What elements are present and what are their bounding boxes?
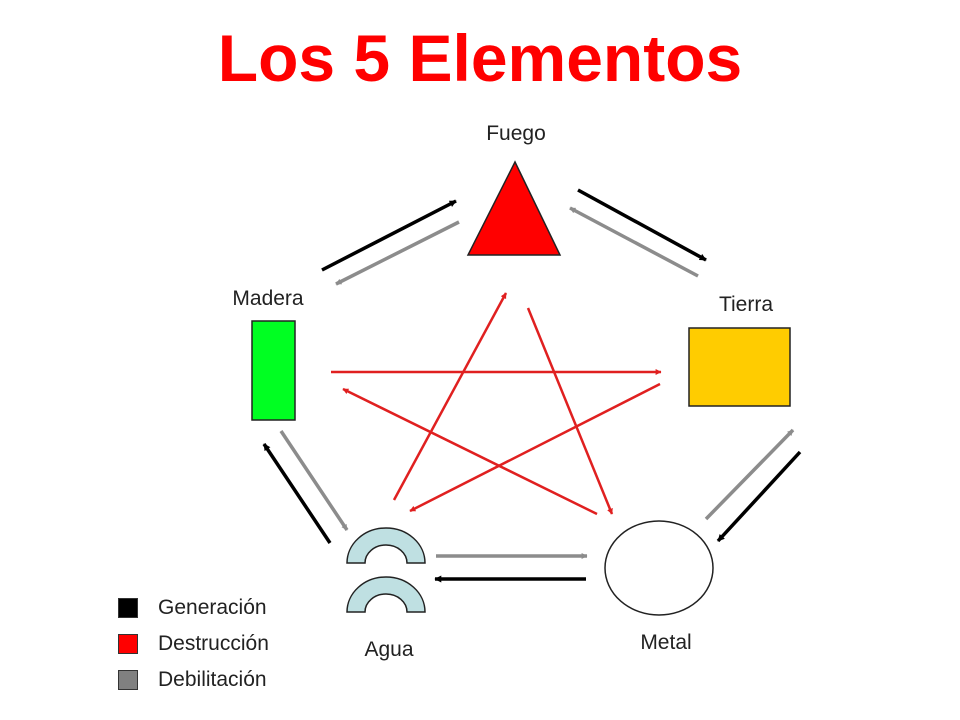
arrow-agua-to-madera bbox=[262, 443, 332, 544]
agua-arch-icon bbox=[346, 527, 426, 613]
legend-item-weakening: Debilitación bbox=[118, 662, 269, 698]
arrow-metal-to-madera bbox=[342, 387, 598, 516]
madera-label: Madera bbox=[232, 287, 304, 310]
arrow-madera-to-fuego bbox=[321, 199, 457, 272]
tierra-label: Tierra bbox=[719, 293, 773, 316]
arrow-fuego-to-madera bbox=[335, 220, 460, 286]
legend-swatch-black bbox=[118, 598, 138, 618]
legend-label-generation: Generación bbox=[158, 596, 267, 619]
destruction-arrows bbox=[331, 292, 662, 516]
legend-item-destruction: Destrucción bbox=[118, 626, 269, 662]
generation-arrows bbox=[262, 188, 802, 583]
legend: Generación Destrucción Debilitación bbox=[118, 590, 269, 698]
arrow-fuego-to-metal bbox=[526, 307, 614, 515]
agua-label: Agua bbox=[364, 638, 413, 661]
fuego-triangle-icon bbox=[466, 160, 562, 256]
legend-swatch-gray bbox=[118, 670, 138, 690]
arrow-tierra-to-agua bbox=[409, 382, 661, 513]
legend-swatch-red bbox=[118, 634, 138, 654]
page-title: Los 5 Elementos bbox=[217, 21, 743, 95]
fuego-label: Fuego bbox=[486, 122, 546, 145]
arrow-agua-to-fuego bbox=[392, 292, 508, 501]
metal-label: Metal bbox=[640, 631, 691, 654]
madera-rectangle-icon bbox=[251, 320, 296, 421]
arrow-tierra-to-metal bbox=[716, 450, 802, 543]
arrow-fuego-to-tierra bbox=[577, 188, 707, 262]
legend-label-weakening: Debilitación bbox=[158, 668, 267, 691]
metal-circle-icon bbox=[604, 520, 714, 616]
arrow-tierra-to-fuego bbox=[569, 206, 699, 278]
legend-label-destruction: Destrucción bbox=[158, 632, 269, 655]
legend-item-generation: Generación bbox=[118, 590, 269, 626]
weakening-arrows bbox=[279, 206, 795, 559]
tierra-square-icon bbox=[688, 327, 791, 407]
arrow-madera-to-agua bbox=[279, 430, 349, 531]
arrow-metal-to-tierra bbox=[704, 428, 795, 521]
